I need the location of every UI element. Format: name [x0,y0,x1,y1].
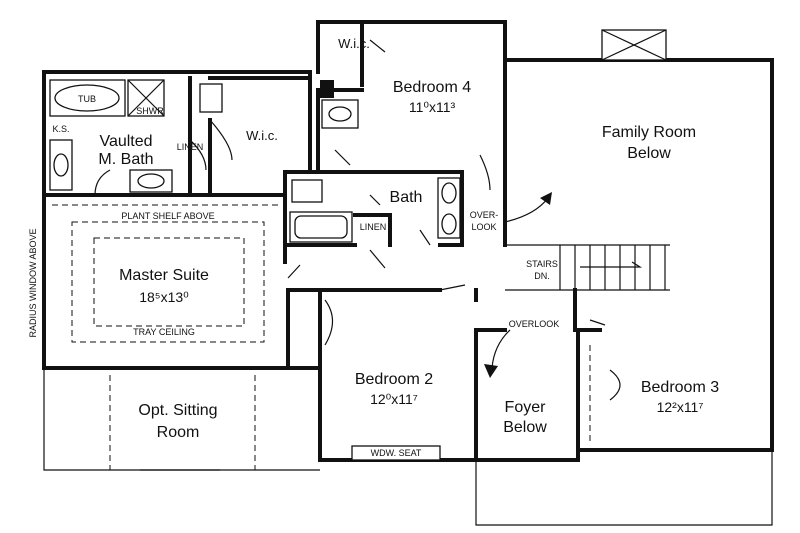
annotations: W.i.c. W.i.c. TUB SHWR LINEN LINEN K.S. … [28,36,559,458]
ks-label: K.S. [52,124,69,134]
fixtures [49,29,670,461]
stairs [505,244,670,291]
bedroom2-dims: 12⁰x11⁷ [370,391,418,407]
linen-bath-label: LINEN [360,222,387,232]
wic-top-label: W.i.c. [338,36,370,51]
family-room-line2: Below [627,145,671,162]
sitting-room-line2: Room [157,424,200,441]
foyer-line1: Foyer [505,399,547,416]
master-suite-dims: 18⁵x13⁰ [139,289,189,305]
bedroom3-dims: 12²x11⁷ [657,399,704,415]
overlook-top-label-2: LOOK [471,222,496,232]
stairs-label-2: DN. [534,271,550,281]
wic-mid-label: W.i.c. [246,128,278,143]
bedroom2-name: Bedroom 2 [355,371,433,388]
room-labels: Bedroom 4 11⁰x11³ Family Room Below Bath… [98,79,719,441]
master-bath-line1: Vaulted [99,133,152,150]
interior-walls [42,20,602,442]
tub-label: TUB [78,94,96,104]
tray-ceiling-label: TRAY CEILING [133,327,195,337]
ceiling-lines [52,204,591,470]
stairs-label-1: STAIRS [526,259,558,269]
overlook-mid-label: OVERLOOK [509,319,560,329]
porch-lines [43,368,773,526]
toilet-bath [291,179,323,203]
toilet-mb [199,83,223,113]
doors [94,39,621,401]
bath-name: Bath [390,189,423,206]
tray-ceiling-outline [71,221,265,343]
bedroom4-dims: 11⁰x11³ [409,99,456,115]
exterior-walls [42,20,774,462]
foyer-line2: Below [503,419,547,436]
master-bath-line2: M. Bath [98,151,153,168]
shower-label: SHWR [136,106,164,116]
radius-window-label: RADIUS WINDOW ABOVE [28,228,38,337]
sitting-room-line1: Opt. Sitting [138,402,217,419]
linen-mb-label: LINEN [177,142,204,152]
bedroom3-name: Bedroom 3 [641,379,719,396]
overlook-arrows [484,192,552,378]
window-seat-label: WDW. SEAT [371,448,422,458]
plant-shelf-label: PLANT SHELF ABOVE [121,211,214,221]
window-seat [351,445,441,461]
overlook-top-label-1: OVER- [470,210,499,220]
master-suite-name: Master Suite [119,267,209,284]
bedroom4-name: Bedroom 4 [393,79,471,96]
family-room-line1: Family Room [602,124,696,141]
